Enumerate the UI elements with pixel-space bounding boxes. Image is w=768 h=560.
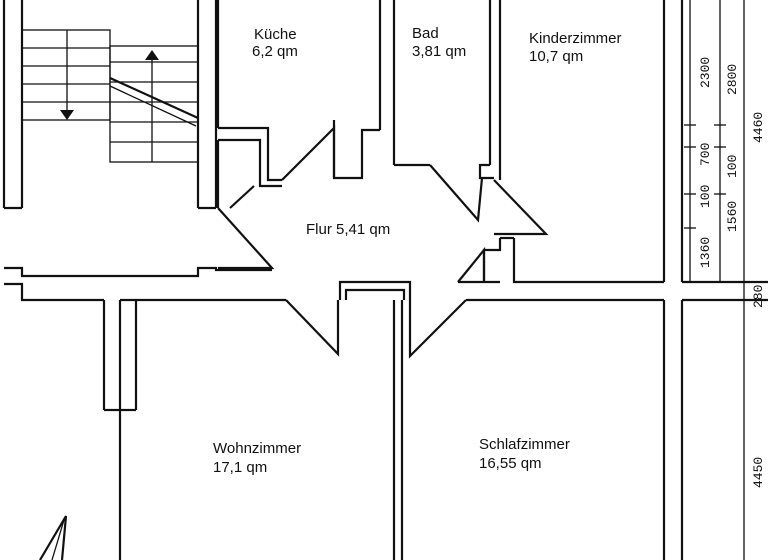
north-arrow-icon	[39, 515, 68, 560]
dim-1360: 1360	[698, 237, 713, 268]
upper-walls	[216, 0, 684, 284]
dim-4460: 4460	[751, 112, 766, 143]
dim-100-outer: 100	[725, 155, 740, 178]
kueche-name: Küche	[254, 26, 297, 43]
schlafzimmer-name: Schlafzimmer	[479, 436, 570, 453]
dim-280: 280	[751, 285, 766, 308]
dim-2300: 2300	[698, 57, 713, 88]
kueche-area: 6,2 qm	[252, 43, 298, 60]
dim-1560: 1560	[725, 201, 740, 232]
dim-100-inner: 100	[698, 185, 713, 208]
dim-2800: 2800	[725, 64, 740, 95]
middle-walls	[4, 238, 768, 302]
door-swings	[217, 125, 549, 359]
dim-700: 700	[698, 143, 713, 166]
flur-label: Flur 5,41 qm	[306, 221, 390, 238]
staircase	[2, 0, 218, 210]
wohnzimmer-area: 17,1 qm	[213, 459, 267, 476]
dim-4450: 4450	[751, 457, 766, 488]
kinderzimmer-name: Kinderzimmer	[529, 30, 622, 47]
schlafzimmer-area: 16,55 qm	[479, 455, 542, 472]
bad-name: Bad	[412, 25, 439, 42]
lower-walls	[102, 300, 684, 560]
kinderzimmer-area: 10,7 qm	[529, 48, 583, 65]
dimension-lines	[684, 0, 750, 560]
wohnzimmer-name: Wohnzimmer	[213, 440, 301, 457]
bad-area: 3,81 qm	[412, 43, 466, 60]
